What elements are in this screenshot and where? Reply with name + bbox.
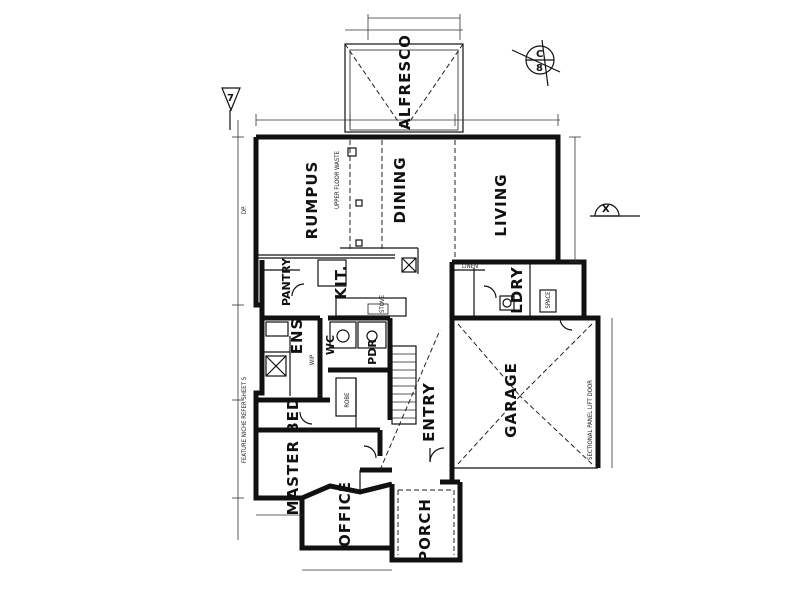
room-label-ldry: LDRY <box>508 266 526 314</box>
room-label-pantry: PANTRY <box>280 257 293 306</box>
section-marker-c8: C 8 <box>511 39 561 87</box>
note-robe: ROBE <box>344 392 351 408</box>
note-wip: WIP <box>309 354 316 365</box>
note-dp: DP. <box>241 206 248 214</box>
note-sectional-door: SECTIONAL PANEL LIFT DOOR <box>587 380 594 460</box>
room-label-alfresco: ALFRESCO <box>396 34 414 130</box>
note-upper-floor-waste: UPPER FLOOR WASTE <box>334 150 341 209</box>
room-label-porch: PORCH <box>416 498 434 562</box>
section-label-8: 8 <box>536 63 543 74</box>
room-label-ens: ENS <box>288 318 306 355</box>
dimension-lines <box>232 114 613 571</box>
room-label-entry: ENTRY <box>420 382 438 442</box>
section-label-x: X <box>602 204 610 215</box>
elevation-label-7: 7 <box>227 93 234 104</box>
room-label-wc: WC <box>324 335 337 355</box>
room-label-garage: GARAGE <box>502 362 520 438</box>
section-label-c: C <box>536 49 543 60</box>
room-label-master-bed: MASTER BED <box>284 397 302 516</box>
room-label-rumpus: RUMPUS <box>303 161 321 240</box>
section-marker-x: X <box>590 203 640 217</box>
note-stove: STOVE <box>379 294 386 313</box>
note-feature-niche: FEATURE NICHE REFER SHEET 5 <box>241 377 248 463</box>
room-label-kit: KIT. <box>332 265 350 300</box>
room-label-office: OFFICE <box>336 481 354 547</box>
alfresco-area <box>344 14 464 133</box>
room-label-pdr: PDR <box>366 339 379 365</box>
elevation-marker-7: 7 <box>221 87 241 130</box>
internal-walls <box>256 140 598 555</box>
room-label-living: LIVING <box>492 173 510 236</box>
room-label-dining: DINING <box>391 156 409 223</box>
note-space: SPACE <box>545 291 552 309</box>
room-label-linen: LINEN <box>462 263 478 270</box>
